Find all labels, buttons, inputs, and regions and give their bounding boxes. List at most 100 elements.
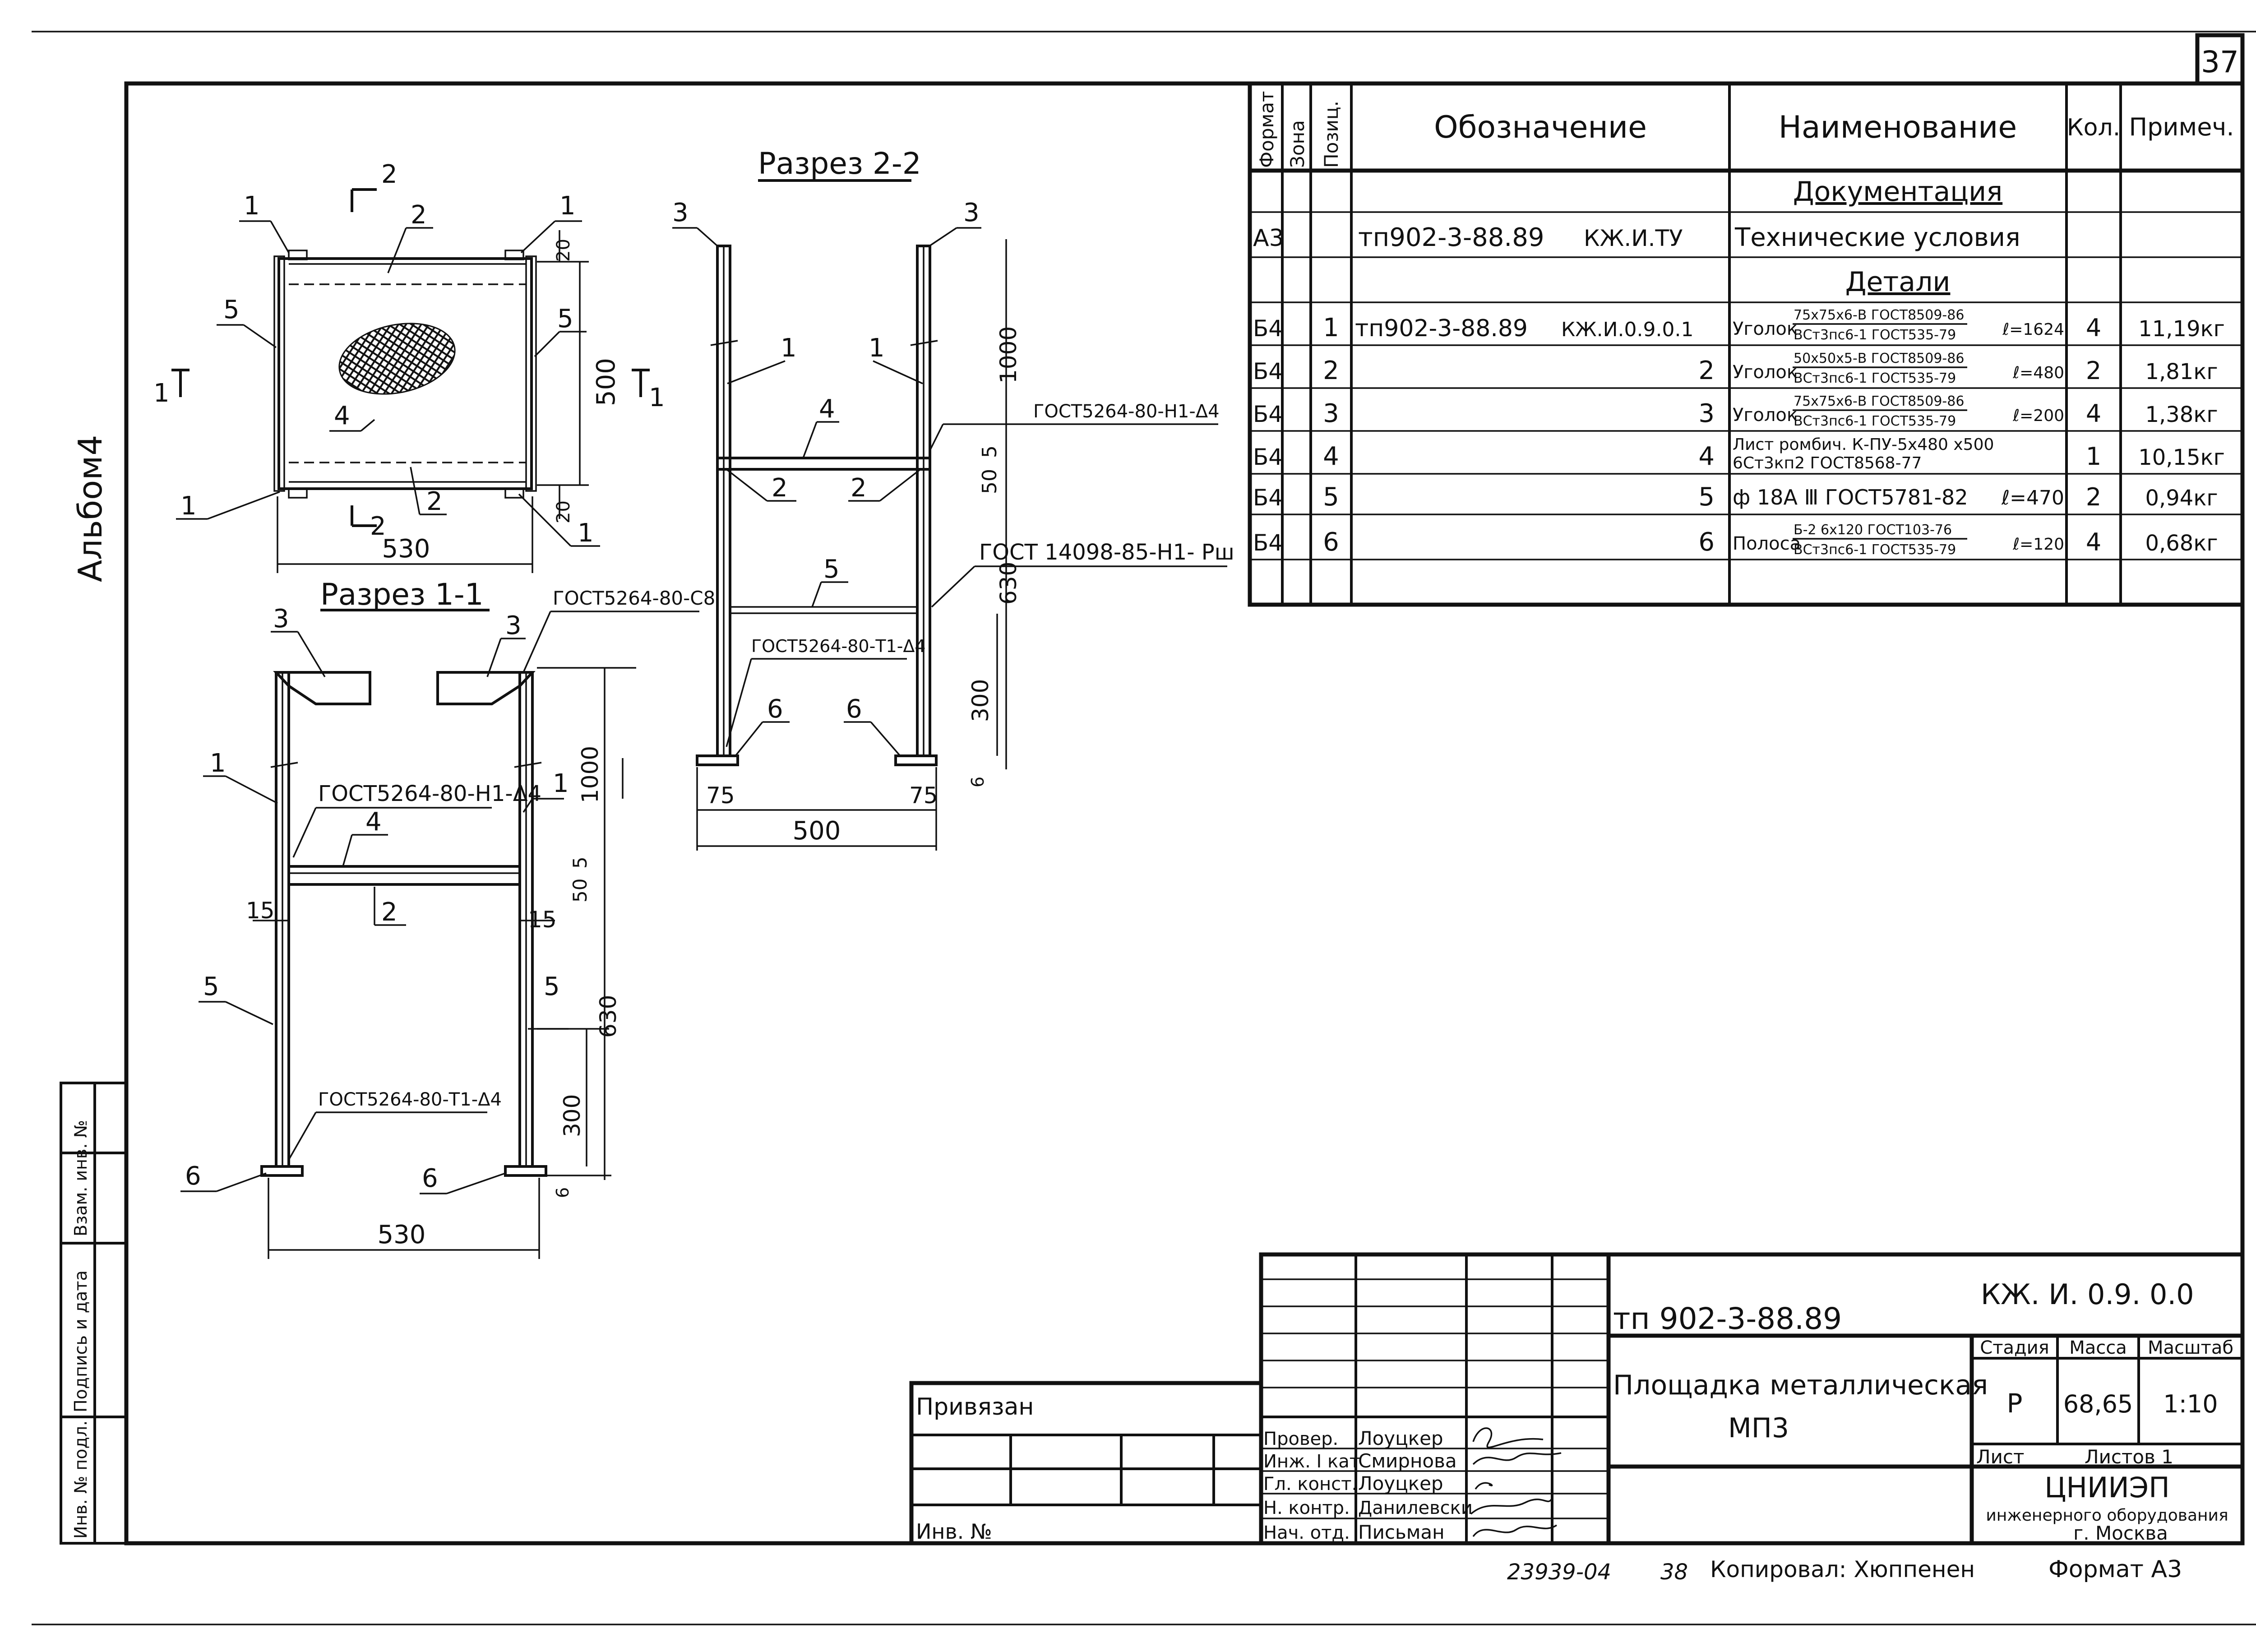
plan-pos-5b: 5 (557, 304, 573, 333)
row2-format: Б4 (1253, 358, 1283, 384)
row1-qty: 4 (2086, 314, 2101, 342)
page-number-box: 37 (2195, 33, 2245, 86)
s11-pos-4: 4 (365, 807, 382, 837)
s22-dim-300: 300 (967, 679, 994, 722)
row3-format: Б4 (1253, 401, 1283, 427)
plan-pos-2a: 2 (411, 200, 427, 230)
staff-name-3: Лоуцкер (1358, 1472, 1443, 1495)
row4-pos: 4 (1323, 442, 1339, 471)
s11-weld-bottom: ГОСТ5264-80-Т1-Δ4 (318, 1089, 502, 1110)
footer-copied: Копировал: Хюппенен (1710, 1556, 1975, 1583)
stage-value: Р (2007, 1388, 2023, 1419)
section-parts: Детали (1845, 266, 1951, 298)
row5-format: Б4 (1253, 485, 1283, 511)
drawing-title-line1: Площадка металлическая (1613, 1370, 1988, 1401)
s22-pos-3b: 3 (963, 198, 980, 227)
s11-pos-1b: 1 (553, 769, 569, 798)
staff-role-3: Гл. конст. (1263, 1474, 1357, 1495)
doc-designation: тп902-3-88.89 (1358, 223, 1544, 252)
plan-section-mark-top: 2 (381, 160, 398, 189)
plan-dim-height: 500 (592, 358, 621, 406)
s22-pos-6b: 6 (846, 694, 862, 724)
row1-format: Б4 (1253, 315, 1283, 342)
row3-name-top: 75х75х6-В ГОСТ8509-86 (1794, 393, 1964, 409)
row2-name: Уголок (1733, 362, 1798, 383)
signature-4 (1470, 1498, 1553, 1515)
row3-length: ℓ=200 (2012, 407, 2064, 425)
s11-dim-5: 5 (569, 856, 591, 869)
row1-designation: тп902-3-88.89 (1355, 315, 1528, 342)
s22-dim-75b: 75 (909, 782, 938, 809)
s11-dim-15a: 15 (246, 898, 275, 924)
header-pos: Позиц. (1320, 101, 1342, 168)
plan-dim-20a: 20 (553, 239, 574, 262)
row3-designation-code: 3 (1698, 399, 1715, 428)
row2-length: ℓ=480 (2012, 364, 2064, 382)
s22-pos-1b: 1 (869, 333, 885, 363)
section-2-2-view: Разрез 2-2 3 3 1 1 4 2 2 5 6 (672, 146, 1234, 851)
stamp-replaced-inv: Взам. инв. № (71, 1120, 91, 1236)
row2-designation-code: 2 (1698, 356, 1715, 385)
plan-dim-20b: 20 (553, 500, 574, 523)
row1-name-top: 75х75х6-В ГОСТ8509-86 (1794, 307, 1964, 323)
row3-name: Уголок (1733, 405, 1798, 426)
s22-pos-6a: 6 (767, 694, 783, 724)
row3-qty: 4 (2086, 399, 2101, 428)
s22-pos-3a: 3 (672, 198, 689, 227)
sheet-header: Лист (1976, 1446, 2024, 1468)
row1-pos: 1 (1323, 313, 1339, 342)
row3-note: 1,38кг (2145, 402, 2218, 427)
row2-note: 1,81кг (2145, 359, 2218, 384)
table-row: Б4 5 5 ф 18А Ⅲ ГОСТ5781-82 ℓ=470 2 0,94к… (1253, 482, 2218, 512)
mesh-hatch (338, 323, 456, 395)
plan-pos-1a: 1 (244, 191, 260, 221)
section-1-1-title: Разрез 1-1 (320, 577, 484, 612)
table-row: Б4 2 2 Уголок 50х50х5-В ГОСТ8509-86 ВСт3… (1253, 351, 2218, 386)
header-zone: Зона (1286, 120, 1308, 168)
table-row: Б4 3 3 Уголок 75х75х6-В ГОСТ8509-86 ВСт3… (1253, 393, 2218, 429)
sheets-header: Листов 1 (2085, 1446, 2173, 1468)
s22-dim-500: 500 (793, 816, 841, 846)
signature-3 (1475, 1482, 1493, 1490)
s11-pos-2: 2 (381, 898, 398, 927)
s22-weld-rod: ГОСТ 14098-85-Н1- Рш (979, 540, 1234, 565)
staff-role-2: Инж. I кат (1263, 1451, 1360, 1472)
row6-name-bottom: ВСт3пс6-1 ГОСТ535-79 (1794, 542, 1956, 558)
row1-designation-code: КЖ.И.0.9.0.1 (1561, 318, 1693, 341)
s22-pos-5: 5 (823, 555, 840, 584)
s22-pos-2b: 2 (851, 473, 867, 503)
row5-note: 0,94кг (2145, 486, 2218, 511)
s22-dim-5: 5 (978, 445, 1001, 458)
staff-name-1: Лоуцкер (1358, 1427, 1443, 1449)
row5-qty: 2 (2086, 483, 2101, 511)
specification-table: Формат Зона Позиц. Обозначение Наименова… (1248, 81, 2245, 607)
row5-length: ℓ=470 (2001, 486, 2064, 509)
project-code: тп 902-3-88.89 (1613, 1301, 1842, 1336)
plan-side-mark-right: 1 (649, 383, 665, 412)
row2-pos: 2 (1323, 356, 1339, 385)
s22-dim-1000: 1000 (995, 326, 1022, 384)
s11-pos-6b: 6 (422, 1164, 438, 1193)
row6-qty: 4 (2086, 528, 2101, 556)
footer-code: 23939-04 (1507, 1559, 1611, 1585)
s22-dim-630: 630 (995, 562, 1022, 605)
title-block: Привязан Инв. № Провер. Лоуцкер Инж. I к… (909, 1252, 2245, 1546)
staff-name-4: Данилевски (1358, 1498, 1473, 1518)
row5-designation-code: 5 (1698, 482, 1715, 512)
doc-designation-code: КЖ.И.ТУ (1584, 225, 1683, 251)
row1-name-bottom: ВСт3пс6-1 ГОСТ535-79 (1794, 327, 1956, 343)
plan-pos-5a: 5 (223, 295, 240, 324)
privyazan-label: Привязан (916, 1393, 1034, 1421)
section-documentation: Документация (1793, 176, 2002, 208)
table-row: Б4 1 тп902-3-88.89 КЖ.И.0.9.0.1 Уголок 7… (1253, 307, 2225, 343)
row6-designation-code: 6 (1698, 528, 1715, 557)
drawing-title-line2: МП3 (1728, 1412, 1789, 1444)
signature-5 (1472, 1524, 1557, 1537)
s11-pos-5b: 5 (544, 972, 560, 1001)
row6-note: 0,68кг (2145, 531, 2218, 556)
header-note: Примеч. (2129, 113, 2234, 141)
s11-weld-mid: ГОСТ5264-80-Н1-Δ4 (318, 781, 541, 806)
row5-pos: 5 (1323, 482, 1339, 512)
plan-pos-2b: 2 (426, 487, 443, 516)
org-name: ЦНИИЭП (2044, 1471, 2169, 1504)
